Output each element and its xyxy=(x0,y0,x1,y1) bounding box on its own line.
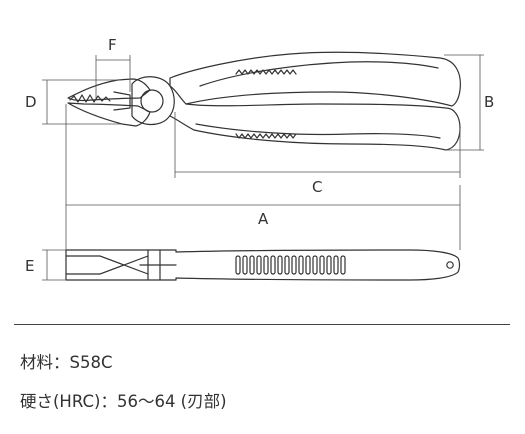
dimension-lines xyxy=(42,54,484,281)
spec-material: 材料：S58C xyxy=(20,353,113,372)
dim-label-b: B xyxy=(484,93,494,111)
divider-line xyxy=(14,324,510,325)
dim-label-a: A xyxy=(258,210,269,228)
upper-handle-grip xyxy=(199,61,439,87)
side-profile xyxy=(65,249,461,281)
pivot-boss xyxy=(131,76,175,126)
upper-handle-outline xyxy=(169,51,461,107)
grip-ribs xyxy=(235,255,346,275)
pliers-dimension-drawing: F D B C A E xyxy=(25,36,494,281)
jaw-teeth xyxy=(69,94,111,103)
dim-label-e: E xyxy=(25,257,34,275)
lower-jaw xyxy=(67,102,151,127)
dim-label-c: C xyxy=(312,178,322,196)
lower-handle-grip xyxy=(195,123,441,139)
pliers-side-view xyxy=(65,249,461,281)
dim-label-f: F xyxy=(108,36,117,54)
pivot-rivet xyxy=(140,89,164,113)
spec-hardness: 硬さ(HRC)：56〜64 (刃部) xyxy=(20,392,227,411)
lower-handle-outline xyxy=(169,103,461,151)
hang-hole xyxy=(446,261,454,269)
dim-label-d: D xyxy=(25,93,37,111)
pliers-top-view xyxy=(67,51,461,151)
